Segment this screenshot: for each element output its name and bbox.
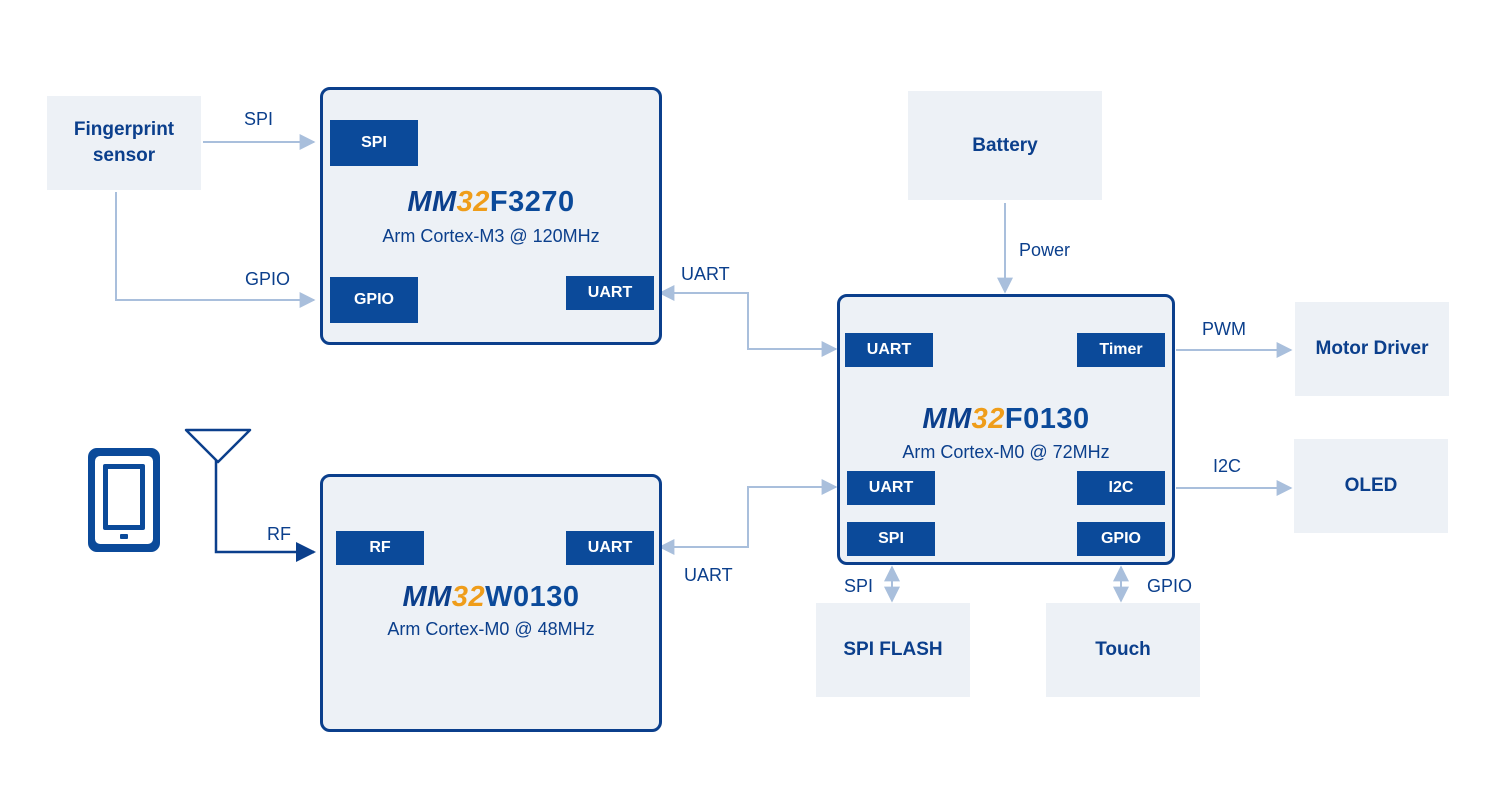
port-uart: UART: [566, 276, 654, 310]
label-fingerprint-spi: SPI: [244, 109, 274, 129]
wire-uart-w0130-f0130: [658, 479, 838, 555]
antenna-icon: [184, 428, 252, 464]
port-timer: Timer: [1077, 333, 1165, 367]
chip-title: MM32F0130: [922, 403, 1090, 435]
port-uart-top: UART: [845, 333, 933, 367]
chip-core: Arm Cortex-M0 @ 48MHz: [387, 619, 595, 639]
spi-flash-box: SPI FLASH: [816, 603, 970, 697]
label-uart-f3270: UART: [681, 264, 730, 284]
motor-driver-box: Motor Driver: [1295, 302, 1449, 396]
wire-fingerprint-gpio: [115, 192, 316, 308]
port-gpio: GPIO: [330, 277, 418, 323]
chip-mm32f3270: SPI MM32F3270 Arm Cortex-M3 @ 120MHz GPI…: [320, 87, 662, 345]
label-fingerprint-gpio: GPIO: [245, 269, 291, 289]
label-rf: RF: [267, 524, 291, 544]
port-spi: SPI: [847, 522, 935, 556]
chip-title: MM32F3270: [407, 186, 575, 218]
port-gpio: GPIO: [1077, 522, 1165, 556]
label-flash-spi: SPI: [844, 576, 874, 596]
chip-mm32f0130: UART Timer MM32F0130 Arm Cortex-M0 @ 72M…: [837, 294, 1175, 565]
wire-rf: [214, 460, 316, 562]
oled-box: OLED: [1294, 439, 1448, 533]
tablet-icon: [88, 448, 160, 552]
label-i2c: I2C: [1213, 456, 1242, 476]
wire-uart-f3270-f0130: [658, 285, 838, 357]
port-rf: RF: [336, 531, 424, 565]
touch-box: Touch: [1046, 603, 1200, 697]
label-power: Power: [1019, 240, 1071, 260]
label-touch-gpio: GPIO: [1147, 576, 1193, 596]
chip-core: Arm Cortex-M3 @ 120MHz: [382, 226, 600, 246]
port-i2c: I2C: [1077, 471, 1165, 505]
port-spi: SPI: [330, 120, 418, 166]
port-uart: UART: [566, 531, 654, 565]
chip-title: MM32W0130: [402, 581, 580, 613]
chip-core: Arm Cortex-M0 @ 72MHz: [902, 442, 1110, 462]
label-pwm: PWM: [1202, 319, 1246, 339]
fingerprint-sensor-box: Fingerprint sensor: [47, 96, 201, 190]
label-uart-w0130: UART: [684, 565, 733, 585]
port-uart-bottom: UART: [847, 471, 935, 505]
battery-box: Battery: [908, 91, 1102, 200]
chip-mm32w0130: RF UART MM32W0130 Arm Cortex-M0 @ 48MHz: [320, 474, 662, 732]
